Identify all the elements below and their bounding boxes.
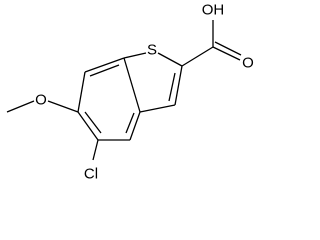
bond-methoxy-methyl bbox=[6, 100, 35, 113]
bond-c5-cl bbox=[92, 139, 99, 161]
bond-c3a-c7a bbox=[123, 57, 141, 113]
bond-c6-c5-inner bbox=[84, 111, 102, 134]
bond-c4-c3a-inner bbox=[125, 112, 135, 134]
bond-c4-c3a bbox=[129, 111, 141, 141]
hydroxyl-label: OH bbox=[202, 2, 225, 19]
methoxy-oxygen-label: O bbox=[35, 92, 47, 109]
bond-carboxyl-o-double-a bbox=[212, 46, 241, 61]
bond-carboxyl-o-double-b bbox=[214, 41, 242, 56]
chemical-structure-diagram: S OH O O Cl bbox=[6, 2, 254, 183]
bond-c2-carboxyl bbox=[181, 46, 214, 67]
bond-c2-c3-inner bbox=[168, 72, 176, 102]
bond-c7a-c7 bbox=[84, 57, 125, 73]
bond-s-c2 bbox=[157, 52, 183, 67]
bond-c6-c5 bbox=[77, 111, 99, 141]
bond-c3-c3a bbox=[139, 104, 176, 113]
bond-c7a-s bbox=[123, 52, 147, 59]
bond-c2-c3 bbox=[174, 65, 183, 106]
sulfur-atom-label: S bbox=[147, 42, 157, 59]
chlorine-atom-label: Cl bbox=[84, 166, 98, 183]
bond-c6-methoxy-o bbox=[47, 100, 79, 113]
bond-c7a-c7-inner bbox=[89, 64, 120, 77]
carbonyl-oxygen-label: O bbox=[242, 55, 254, 72]
bond-c7-c6 bbox=[77, 71, 86, 113]
